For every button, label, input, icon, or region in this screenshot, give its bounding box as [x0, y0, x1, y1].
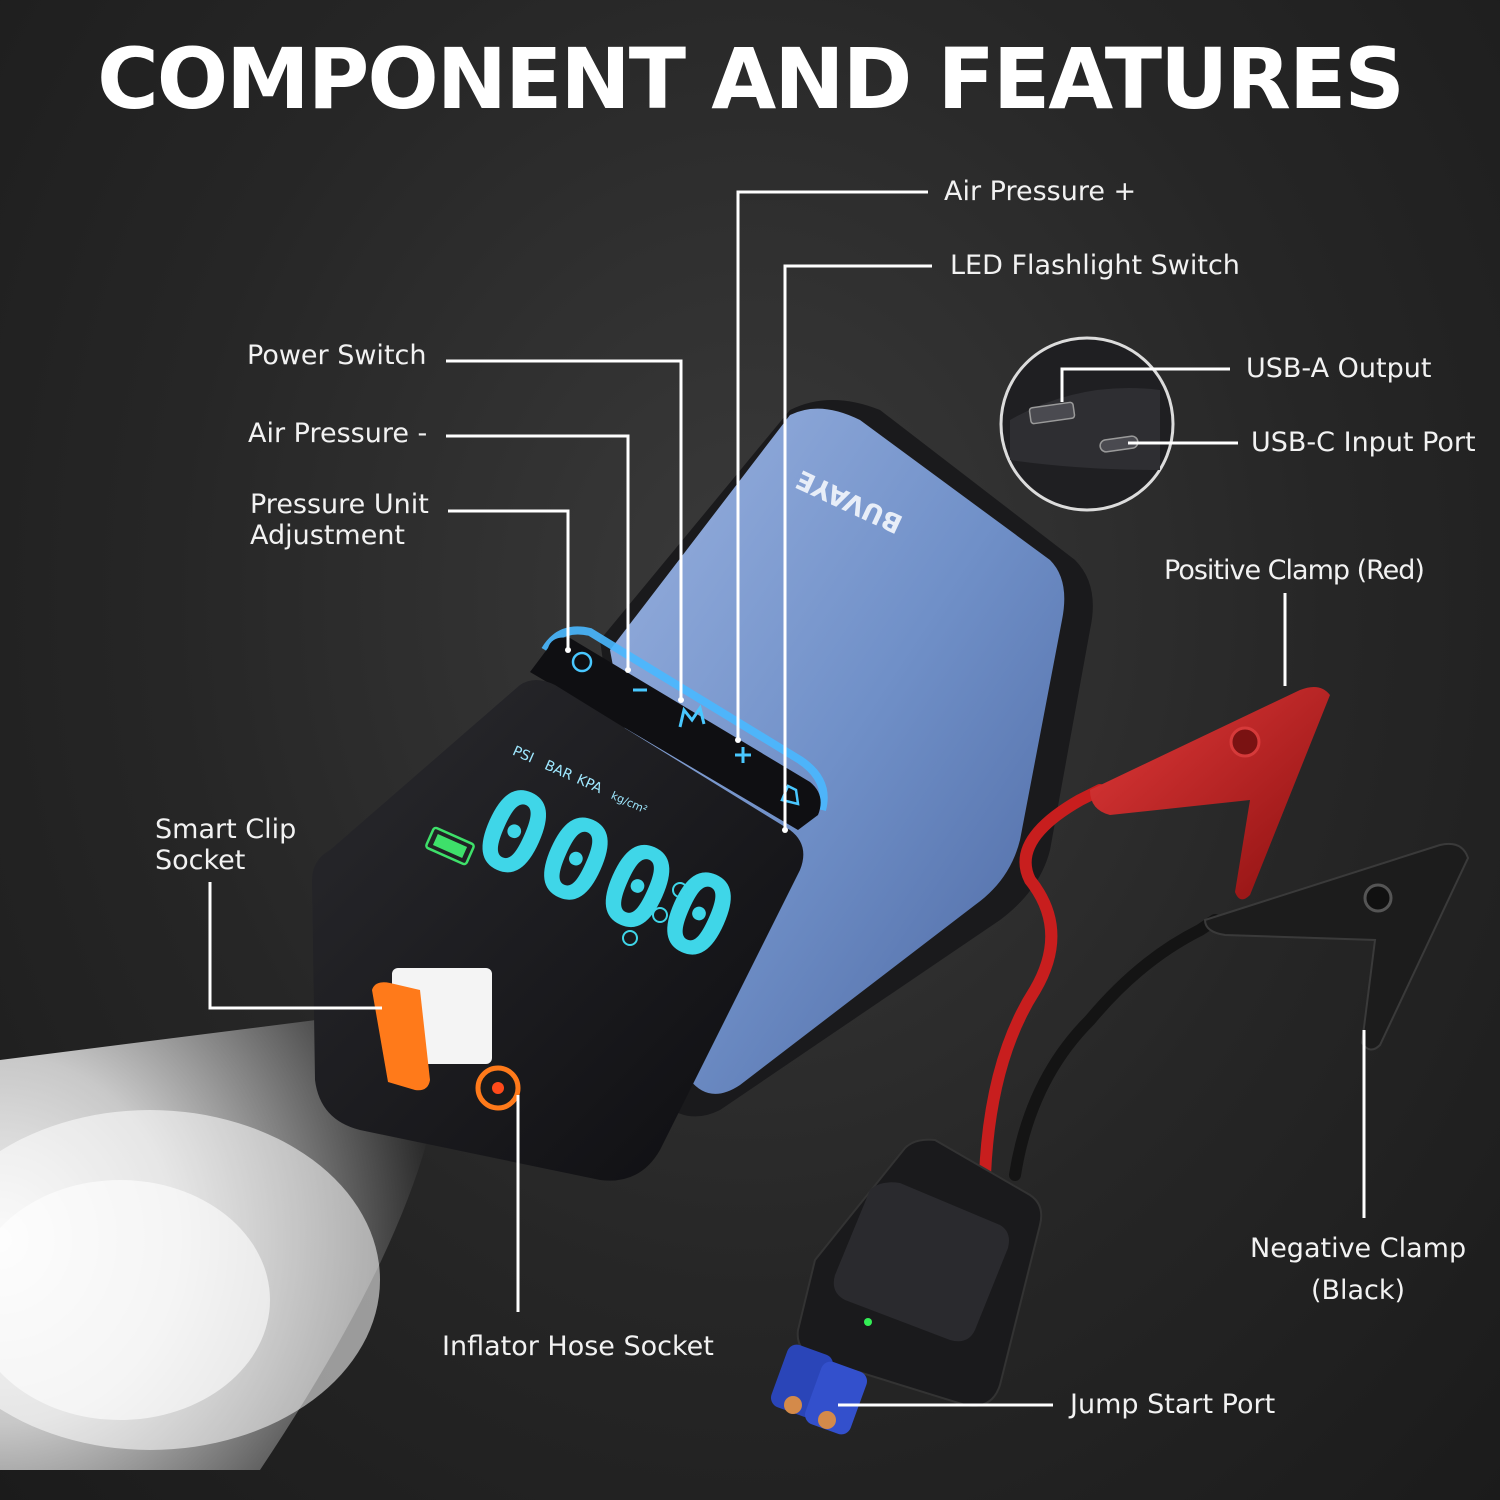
- status-led: [864, 1318, 872, 1326]
- front-ports: [372, 968, 521, 1111]
- power-button[interactable]: [571, 651, 593, 673]
- label-positive-clamp: Positive Clamp (Red): [1164, 555, 1425, 586]
- label-inflator-hose-socket: Inflator Hose Socket: [442, 1331, 714, 1362]
- mode-button[interactable]: [678, 704, 706, 728]
- label-air-pressure-minus: Air Pressure -: [248, 418, 428, 449]
- label-pressure-unit-line2: Adjustment: [250, 520, 406, 551]
- car-icon: [622, 930, 638, 946]
- unit-psi: PSI: [510, 743, 536, 766]
- plus-button[interactable]: [735, 747, 751, 763]
- usb-zoom-inset: [999, 336, 1175, 512]
- label-smart-clip-socket: Smart Clip Socket: [155, 814, 296, 876]
- flashlight-beam: [0, 1010, 440, 1470]
- jump-start-connector: [770, 1344, 868, 1435]
- label-jump-start-port: Jump Start Port: [1070, 1389, 1276, 1420]
- positive-clamp: [1090, 686, 1330, 900]
- usb-a-port: [1028, 401, 1076, 425]
- label-led-flashlight-switch: LED Flashlight Switch: [950, 250, 1240, 281]
- page-title: COMPONENT AND FEATURES: [97, 30, 1405, 128]
- battery-icon: [425, 826, 475, 866]
- label-power-switch: Power Switch: [247, 340, 427, 371]
- smart-clip-socket: [372, 982, 430, 1091]
- smart-clip-box: [770, 1138, 1043, 1435]
- label-negative-clamp: Negative Clamp (Black): [1250, 1228, 1466, 1312]
- negative-clamp: [1203, 842, 1470, 1051]
- label-air-pressure-plus: Air Pressure +: [944, 176, 1137, 207]
- label-usb-a-output: USB-A Output: [1246, 353, 1432, 384]
- cables: [979, 784, 1221, 1181]
- label-negative-clamp-line2: (Black): [1310, 1275, 1406, 1306]
- label-negative-clamp-line1: Negative Clamp: [1250, 1233, 1467, 1264]
- usb-c-port: [1099, 435, 1139, 453]
- label-smart-clip-line1: Smart Clip: [155, 814, 297, 845]
- label-pressure-unit-line1: Pressure Unit: [250, 489, 429, 520]
- ball-icon: [672, 882, 688, 898]
- label-usb-c-input-port: USB-C Input Port: [1251, 427, 1476, 458]
- bike-icon: [652, 907, 668, 923]
- label-pressure-unit-adjustment: Pressure Unit Adjustment: [250, 489, 429, 551]
- leader-lines: [208, 190, 1366, 1407]
- label-smart-clip-line2: Socket: [155, 845, 246, 876]
